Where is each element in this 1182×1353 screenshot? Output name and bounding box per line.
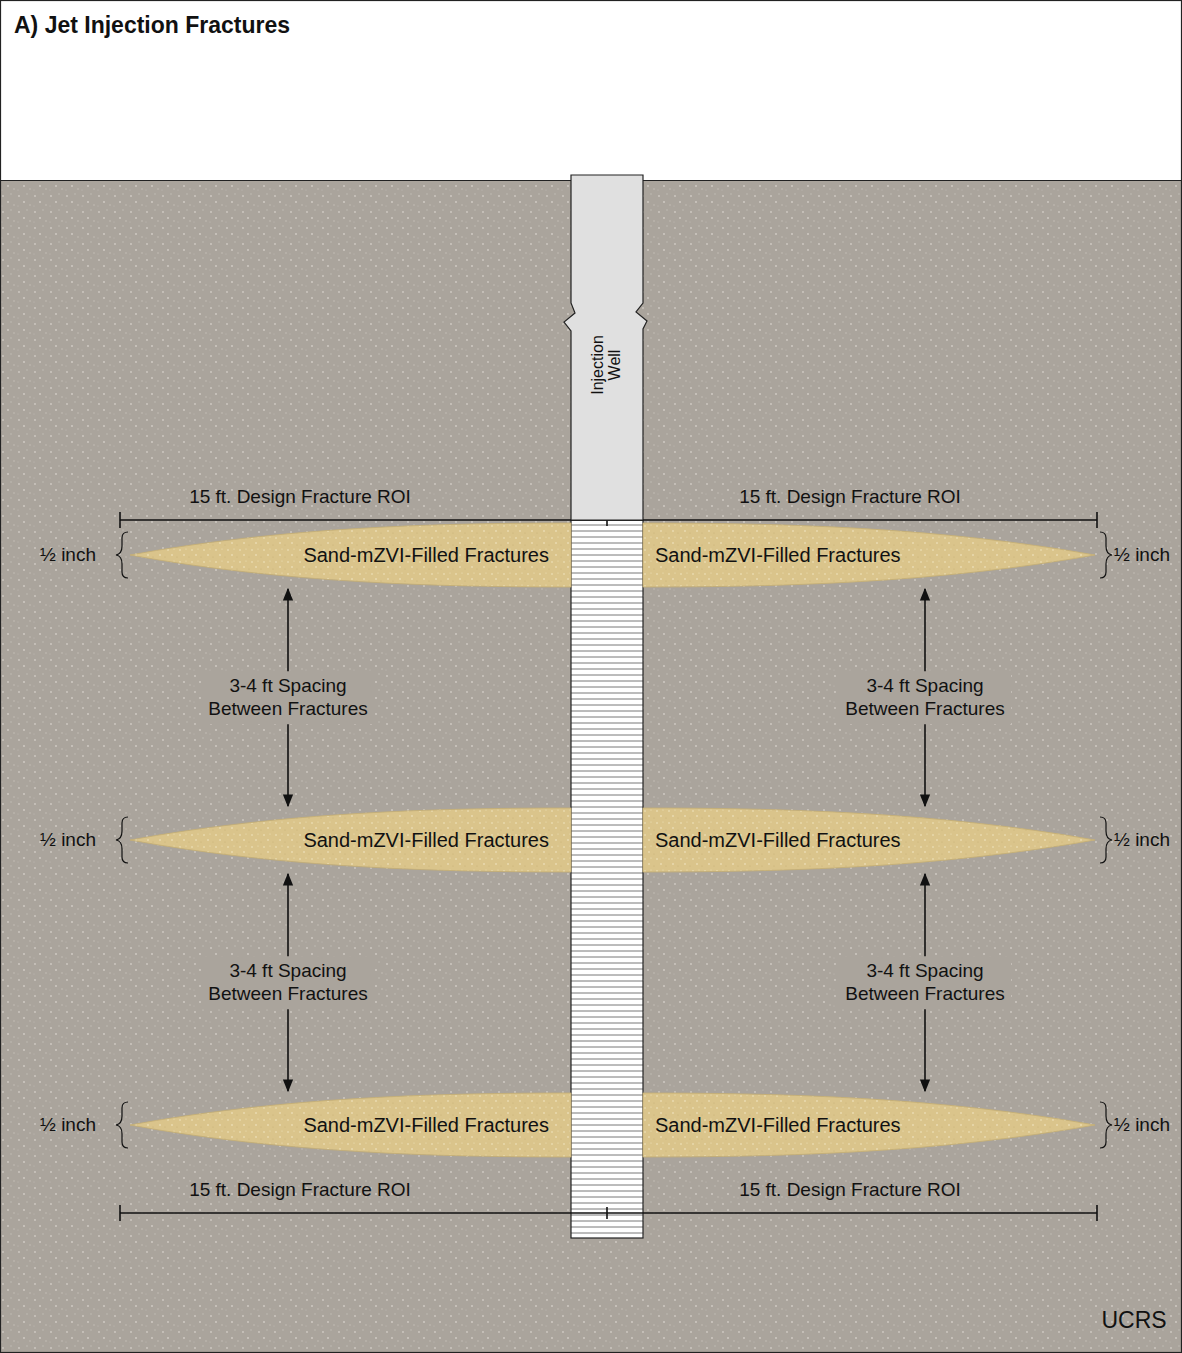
- diagram-title: A) Jet Injection Fractures: [14, 12, 290, 39]
- fracture-lens: Sand-mZVI-Filled Fractures: [130, 808, 571, 872]
- thickness-dimension: ½ inch: [1114, 1114, 1170, 1136]
- unit-label: UCRS: [1101, 1307, 1166, 1334]
- sand-fill: [643, 808, 1095, 872]
- roi-dimension: 15 ft. Design Fracture ROI: [189, 486, 411, 508]
- fracture-label: Sand-mZVI-Filled Fractures: [655, 829, 901, 852]
- roi-dimension-bottom: [120, 1205, 1097, 1221]
- well-casing: [564, 175, 647, 520]
- thickness-dimension: ½ inch: [40, 1114, 96, 1136]
- fracture-label: Sand-mZVI-Filled Fractures: [655, 1114, 901, 1137]
- fracture-lens: Sand-mZVI-Filled Fractures: [643, 523, 1095, 587]
- fracture-lens: Sand-mZVI-Filled Fractures: [130, 1093, 571, 1157]
- well-screen: [571, 520, 643, 1238]
- thickness-dimension: ½ inch: [40, 544, 96, 566]
- fracture-label: Sand-mZVI-Filled Fractures: [655, 544, 901, 567]
- roi-dimension: 15 ft. Design Fracture ROI: [739, 1179, 961, 1201]
- sand-fill: [643, 523, 1095, 587]
- thickness-dimension: ½ inch: [1114, 829, 1170, 851]
- fracture-lens: Sand-mZVI-Filled Fractures: [643, 1093, 1095, 1157]
- sand-fill: [130, 808, 571, 872]
- ground-ucrs: [0, 180, 1182, 1353]
- well-casing-outline: [571, 175, 643, 520]
- spacing-label: 3-4 ft Spacing Between Fractures: [202, 956, 374, 1010]
- sand-fill: [130, 1093, 571, 1157]
- fracture-label: Sand-mZVI-Filled Fractures: [303, 1114, 549, 1137]
- spacing-label: 3-4 ft Spacing Between Fractures: [202, 671, 374, 725]
- fracture-lens: Sand-mZVI-Filled Fractures: [130, 523, 571, 587]
- injection-well: Injection Well: [571, 175, 643, 520]
- sky-band: [0, 0, 1182, 180]
- thickness-dimension: ½ inch: [40, 829, 96, 851]
- spacing-label: 3-4 ft Spacing Between Fractures: [839, 956, 1011, 1010]
- fracture-label: Sand-mZVI-Filled Fractures: [303, 544, 549, 567]
- spacing-label: 3-4 ft Spacing Between Fractures: [839, 671, 1011, 725]
- thickness-braces: [116, 532, 1112, 1148]
- roi-dimension: 15 ft. Design Fracture ROI: [189, 1179, 411, 1201]
- sand-fill: [643, 1093, 1095, 1157]
- thickness-dimension: ½ inch: [1114, 544, 1170, 566]
- fracture-label: Sand-mZVI-Filled Fractures: [303, 829, 549, 852]
- roi-dimension: 15 ft. Design Fracture ROI: [739, 486, 961, 508]
- sand-fill: [130, 523, 571, 587]
- fracture-lens: Sand-mZVI-Filled Fractures: [643, 808, 1095, 872]
- well-label: Injection Well: [590, 323, 624, 407]
